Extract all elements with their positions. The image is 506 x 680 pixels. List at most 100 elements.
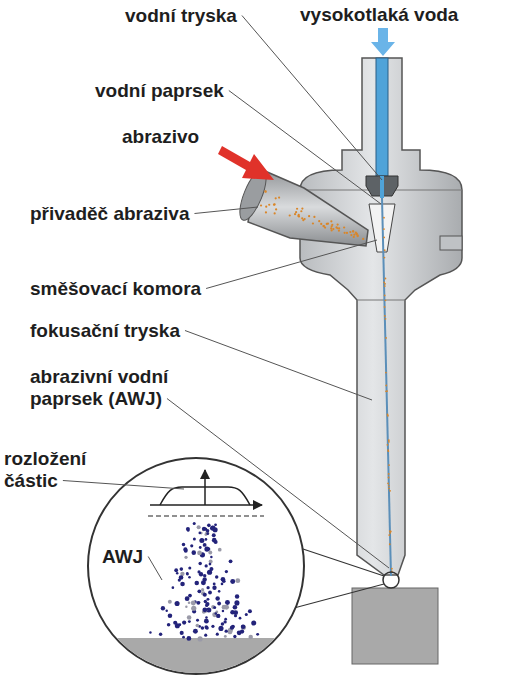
- part-label: abrazivní vodní paprsek (AWJ): [30, 366, 200, 410]
- jet-particle: [235, 578, 240, 583]
- jet-particle: [199, 538, 204, 543]
- jet-particle: [228, 630, 232, 634]
- jet-particle: [215, 612, 218, 615]
- jet-particle: [191, 606, 196, 611]
- jet-particles: [383, 217, 393, 573]
- jet-particle: [388, 534, 390, 536]
- jet-particle: [203, 574, 206, 577]
- inset-content: [80, 522, 320, 680]
- jet-particle: [245, 613, 248, 616]
- jet-particle: [168, 613, 173, 618]
- abrasive-particle: [343, 226, 345, 228]
- jet-particle: [187, 615, 192, 620]
- jet-particle: [391, 568, 393, 570]
- jet-particle: [385, 372, 387, 374]
- abrasive-particle: [265, 211, 267, 213]
- abrasive-particle: [265, 191, 267, 193]
- abrasive-particle: [344, 232, 346, 234]
- jet-particle: [159, 633, 162, 636]
- jet-particle: [385, 318, 387, 320]
- jet-particle: [206, 529, 210, 533]
- abrasive-particle: [300, 210, 302, 212]
- jet-particle: [210, 556, 212, 558]
- jet-particle: [213, 606, 216, 609]
- jet-particle: [222, 610, 225, 613]
- jet-particle: [208, 551, 212, 555]
- abrasive-particle: [352, 230, 354, 232]
- jet-particle: [228, 631, 231, 634]
- jet-particle: [204, 600, 207, 603]
- jet-particle: [248, 635, 252, 639]
- abrasive-particle: [318, 220, 320, 222]
- abrasive-particle: [274, 203, 276, 205]
- jet-particle: [205, 564, 208, 567]
- abrasive-particle: [289, 214, 291, 216]
- abrasive-particle: [322, 225, 324, 227]
- jet-particle: [385, 337, 387, 339]
- abrasive-particle: [346, 232, 348, 234]
- jet-particle: [383, 217, 385, 219]
- abrasive-particle: [331, 225, 333, 227]
- jet-particle: [188, 594, 192, 598]
- abrasive-particle: [308, 215, 310, 217]
- jet-particle: [223, 620, 226, 623]
- jet-particle: [197, 570, 200, 573]
- abrasive-particle: [278, 196, 280, 198]
- jet-particle: [388, 477, 390, 479]
- abrasive-particle: [264, 190, 266, 192]
- part-label: fokusační tryska: [30, 320, 180, 342]
- abrasive-particle: [298, 214, 300, 216]
- jet-particle: [206, 532, 209, 535]
- jet-particle: [196, 619, 199, 622]
- jet-particle: [225, 600, 230, 605]
- part-label: vodní tryska: [125, 5, 237, 27]
- inset-label: AWJ: [102, 546, 143, 568]
- jet-particle: [215, 596, 219, 600]
- abrasive-particle: [323, 225, 325, 227]
- jet-particle: [388, 439, 390, 441]
- jet-particle: [198, 562, 201, 565]
- abrasive-water-jet: [382, 198, 391, 576]
- abrasive-particle: [355, 231, 357, 233]
- nozzle-exit-line: [148, 515, 264, 516]
- distribution-curve: [160, 487, 250, 505]
- graph-axis: [150, 504, 262, 506]
- jet-particle: [204, 547, 209, 552]
- jet-particle: [212, 586, 216, 590]
- jet-particle: [224, 618, 227, 621]
- abrasive-particle: [265, 206, 267, 208]
- jet-particle: [199, 546, 202, 549]
- abrasive-particle: [330, 220, 332, 222]
- jet-particle: [186, 573, 188, 575]
- jet-particle: [196, 624, 200, 628]
- jet-particle: [180, 631, 184, 635]
- jet-particle: [175, 601, 180, 606]
- jet-particle: [198, 636, 203, 641]
- abrasive-particle: [336, 227, 338, 229]
- part-label: rozložení částic: [4, 448, 104, 492]
- abrasive-particle: [331, 229, 333, 231]
- jet-particle: [217, 602, 221, 606]
- jet-particle: [188, 601, 191, 604]
- leader-line: [229, 91, 381, 205]
- abrasive-particle: [260, 204, 262, 206]
- jet-particle: [218, 548, 222, 552]
- jet-particle: [206, 598, 209, 601]
- water-inlet-arrow: [371, 28, 395, 56]
- abrasive-particle: [275, 197, 277, 199]
- abrasive-particle: [313, 216, 315, 218]
- jet-particle: [161, 606, 165, 610]
- jet-particle: [251, 620, 256, 625]
- water-channel: [376, 58, 388, 176]
- jet-particle: [187, 636, 192, 641]
- jet-particle: [205, 626, 209, 630]
- jet-particle: [387, 413, 389, 415]
- jet-particle: [165, 609, 167, 611]
- jet-particle: [212, 533, 216, 537]
- jet-particle: [225, 629, 228, 632]
- jet-particle: [188, 620, 191, 623]
- jet-particle: [224, 635, 227, 638]
- jet-particle: [190, 544, 193, 547]
- jet-particle: [213, 583, 216, 586]
- jet-particle: [207, 524, 211, 528]
